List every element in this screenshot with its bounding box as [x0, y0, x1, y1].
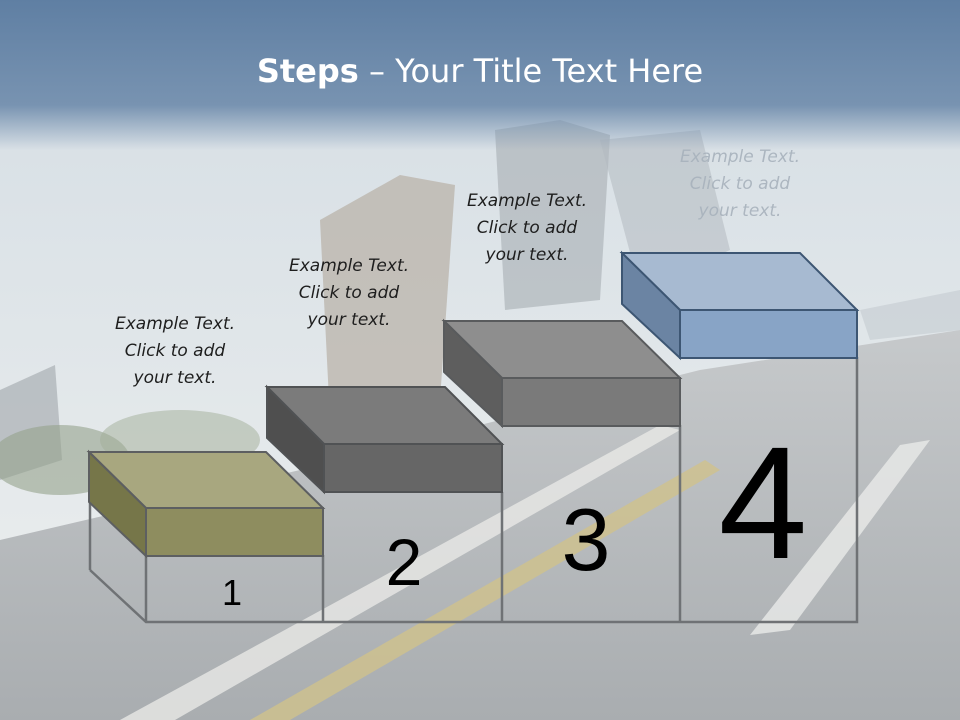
step-number-2: 2 [386, 525, 423, 599]
slide-title[interactable]: Steps – Your Title Text Here [0, 52, 960, 90]
steps-frame [88, 357, 859, 624]
step-caption-1[interactable]: Example Text. Click to add your text. [90, 311, 260, 392]
caption-line: Example Text. [114, 314, 236, 334]
title-rest: – Your Title Text Here [358, 52, 704, 90]
step-caption-4[interactable]: Example Text. Click to add your text. [655, 144, 825, 225]
caption-line: your text. [485, 245, 569, 265]
step-number-4: 4 [719, 413, 808, 592]
step-number-3: 3 [562, 490, 611, 589]
step-caption-2[interactable]: Example Text. Click to add your text. [264, 253, 434, 334]
caption-line: Click to add [298, 283, 400, 303]
caption-line: your text. [698, 201, 782, 221]
caption-line: Click to add [124, 341, 226, 361]
caption-line: your text. [307, 310, 391, 330]
caption-line: Click to add [476, 218, 578, 238]
step-number-1: 1 [222, 572, 242, 613]
caption-line: Example Text. [679, 147, 801, 167]
caption-line: Click to add [689, 174, 791, 194]
step-block-4[interactable] [619, 250, 860, 361]
step-block-3[interactable] [441, 318, 683, 429]
title-bold: Steps [256, 52, 359, 90]
caption-line: Example Text. [288, 256, 410, 276]
step-block-1[interactable] [86, 449, 326, 559]
title-band [0, 0, 960, 150]
step-caption-3[interactable]: Example Text. Click to add your text. [442, 188, 612, 269]
caption-line: Example Text. [466, 191, 588, 211]
step-block-2[interactable] [264, 384, 505, 495]
caption-line: your text. [133, 368, 217, 388]
